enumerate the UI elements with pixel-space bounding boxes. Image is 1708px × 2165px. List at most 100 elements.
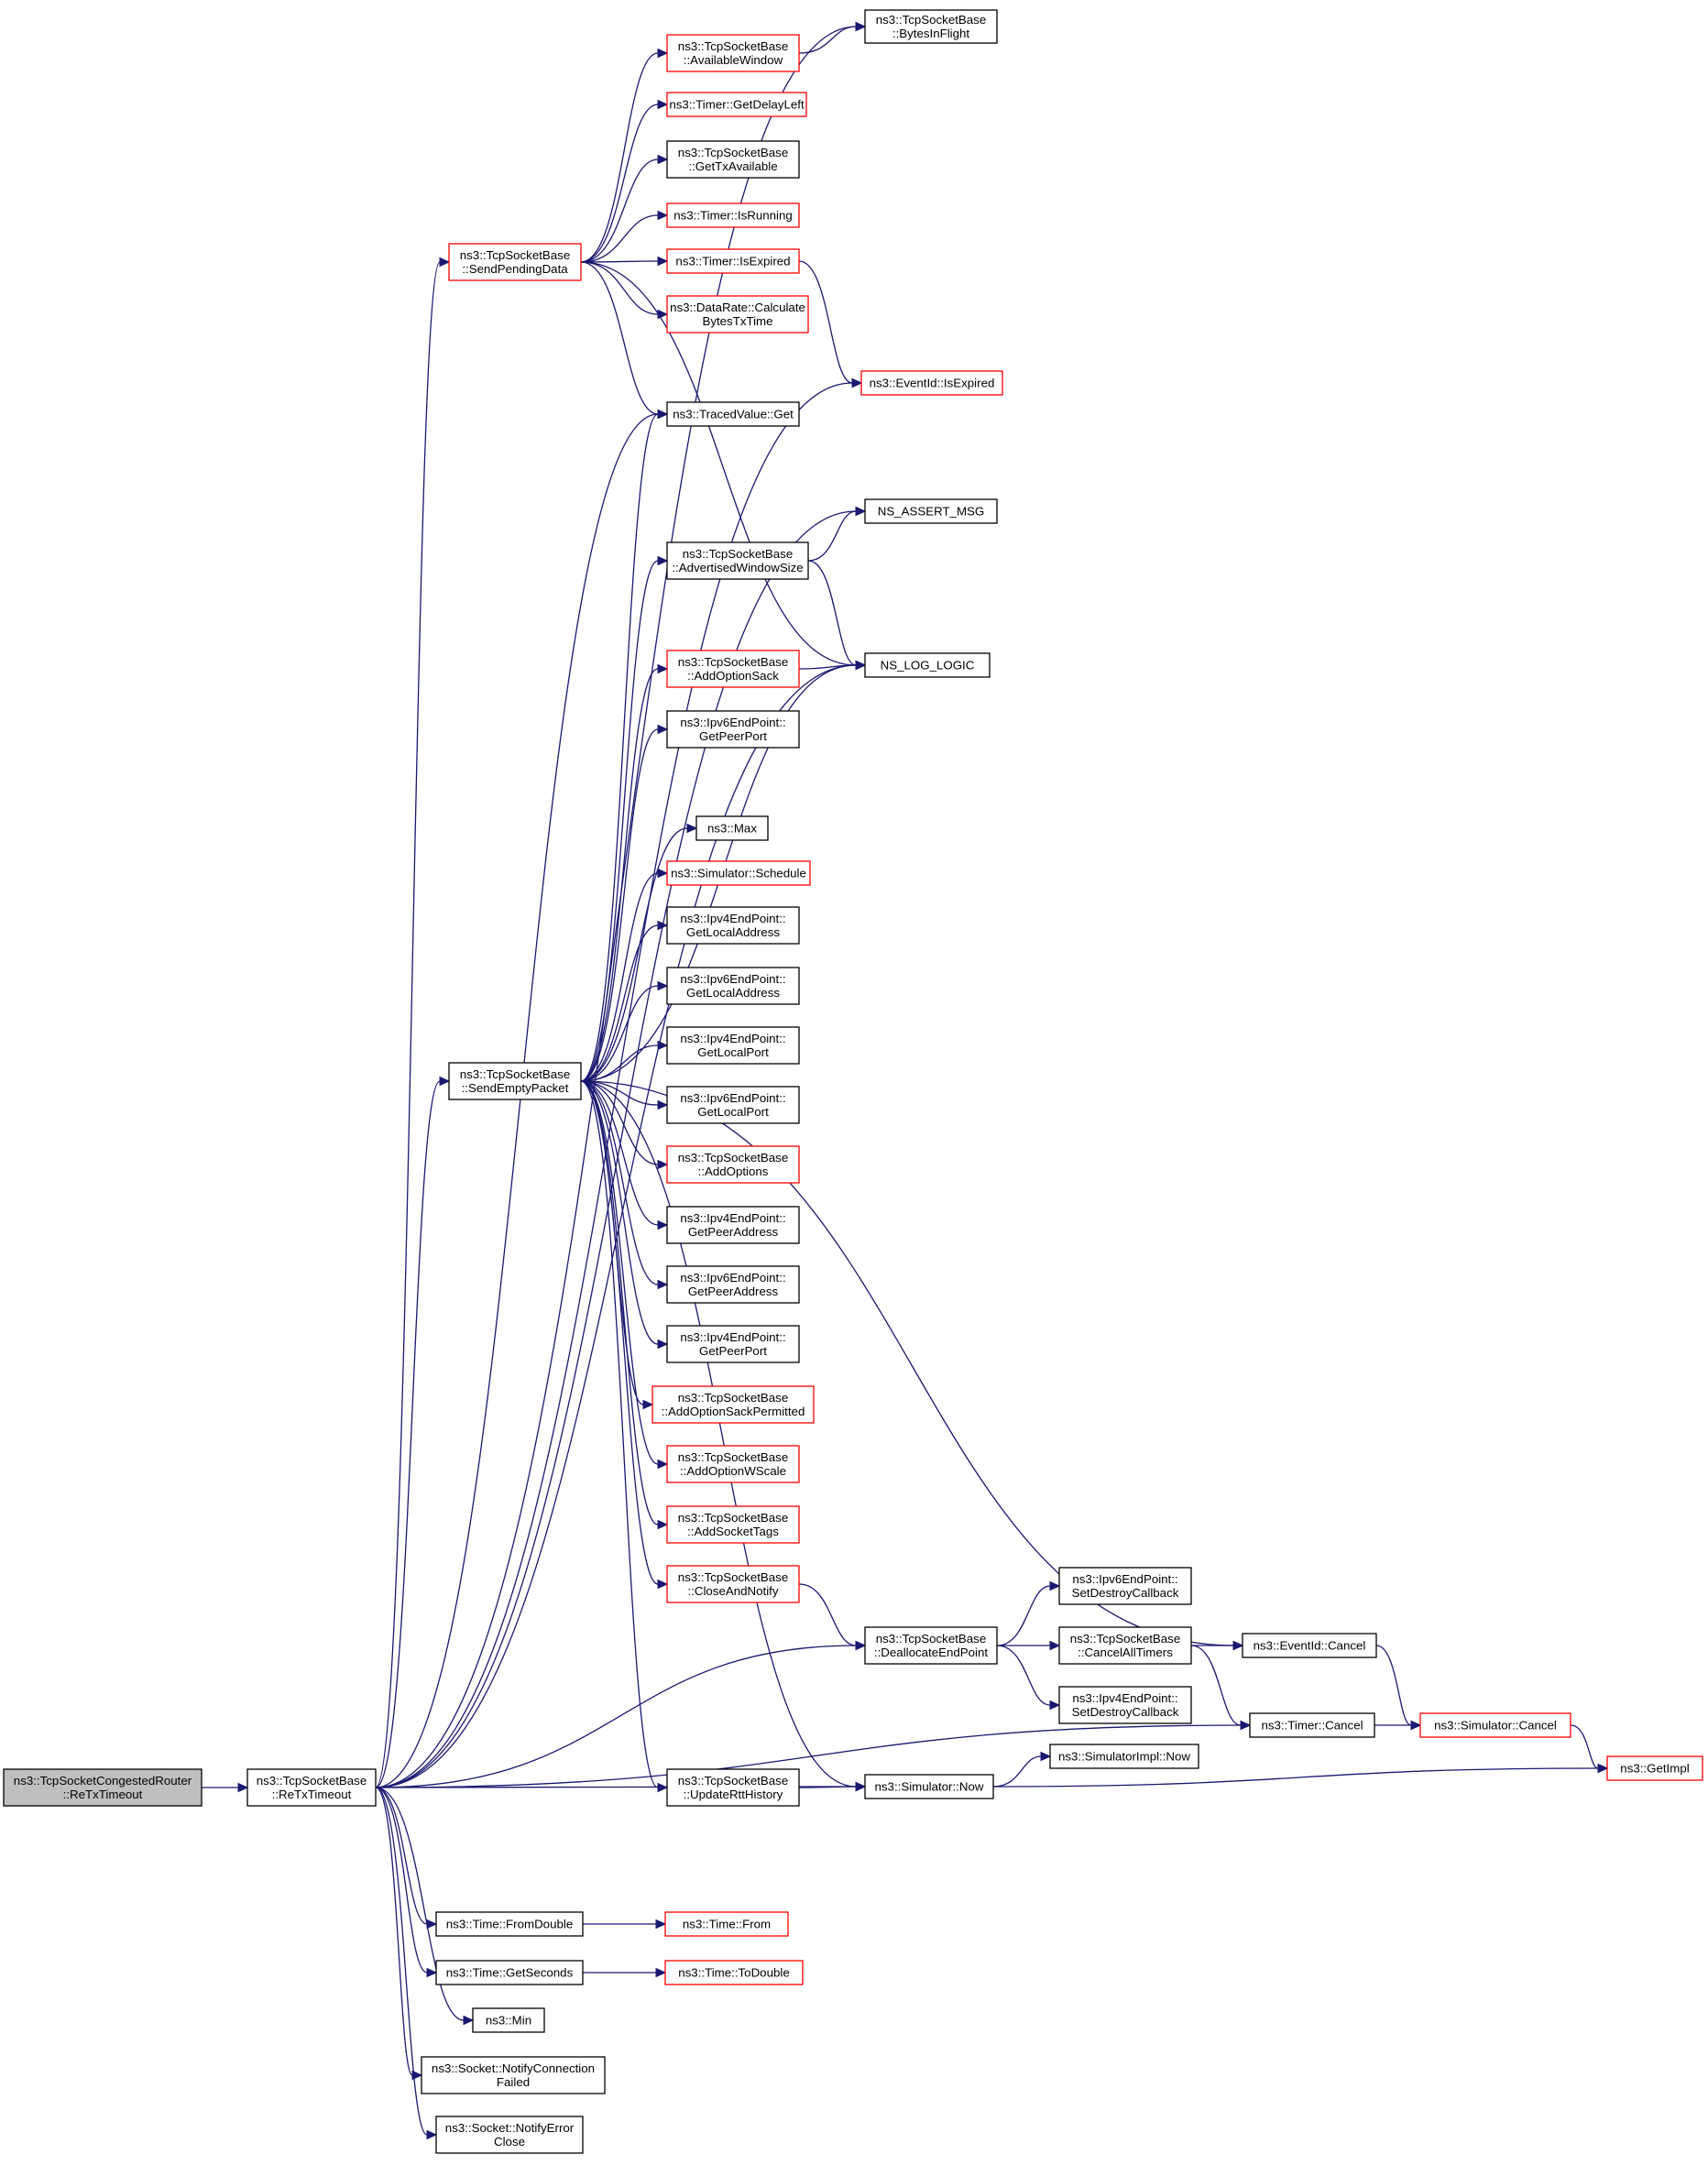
- node-label-line: BytesTxTime: [702, 314, 772, 328]
- node-aos[interactable]: ns3::TcpSocketBase::AddOptionSack: [666, 650, 800, 688]
- node-min[interactable]: ns3::Min: [472, 2007, 545, 2033]
- node-aosp[interactable]: ns3::TcpSocketBase::AddOptionSackPermitt…: [651, 1385, 815, 1424]
- node-isr[interactable]: ns3::Timer::IsRunning: [666, 202, 800, 228]
- node-box: [666, 967, 800, 1005]
- node-label-line: ns3::Max: [707, 822, 757, 836]
- node-tvg[interactable]: ns3::TracedValue::Get: [666, 401, 800, 427]
- node-i6lp[interactable]: ns3::Ipv6EndPoint::GetLocalPort: [666, 1086, 800, 1124]
- edge-line: [375, 510, 857, 1788]
- node-ao[interactable]: ns3::TcpSocketBase::AddOptions: [666, 1145, 800, 1184]
- node-gi[interactable]: ns3::GetImpl: [1606, 1755, 1703, 1781]
- node-nam[interactable]: NS_ASSERT_MSG: [864, 498, 998, 524]
- node-i6la[interactable]: ns3::Ipv6EndPoint::GetLocalAddress: [666, 967, 800, 1005]
- node-box: [1058, 1567, 1192, 1605]
- edge-arrowhead: [855, 1781, 867, 1792]
- node-ast[interactable]: ns3::TcpSocketBase::AddSocketTags: [666, 1505, 800, 1544]
- node-box: [448, 1062, 582, 1100]
- edge-spd-to-isr: [580, 210, 669, 263]
- edge-arrowhead: [426, 1967, 438, 1978]
- node-i4lp[interactable]: ns3::Ipv4EndPoint::GetLocalPort: [666, 1026, 800, 1065]
- edge-snow-to-gi: [992, 1763, 1609, 1788]
- node-eie[interactable]: ns3::EventId::IsExpired: [860, 370, 1003, 396]
- node-max[interactable]: ns3::Max: [695, 815, 769, 841]
- edge-sep-to-ast: [580, 1080, 669, 1530]
- node-sc[interactable]: ns3::Simulator::Cancel: [1419, 1712, 1571, 1738]
- node-tfd[interactable]: ns3::Time::FromDouble: [435, 1911, 584, 1937]
- node-label-line: ns3::TcpSocketBase: [678, 1570, 788, 1584]
- node-label-line: ns3::Ipv4EndPoint::: [680, 1330, 785, 1344]
- edge-arrowhead: [426, 1919, 438, 1930]
- node-tfr[interactable]: ns3::Time::From: [664, 1911, 789, 1937]
- node-label-line: ::AvailableWindow: [684, 53, 783, 67]
- node-gdl[interactable]: ns3::Timer::GetDelayLeft: [666, 92, 807, 117]
- node-tc[interactable]: ns3::Timer::Cancel: [1249, 1712, 1375, 1738]
- node-sin[interactable]: ns3::SimulatorImpl::Now: [1049, 1744, 1199, 1769]
- edge-arrowhead: [1232, 1640, 1244, 1651]
- node-label-line: ns3::Timer::IsExpired: [675, 255, 790, 268]
- node-label-line: GetPeerPort: [699, 1344, 767, 1358]
- node-aws[interactable]: ns3::TcpSocketBase::AdvertisedWindowSize: [666, 541, 809, 580]
- node-label-line: ns3::Min: [486, 2014, 531, 2028]
- edge-line: [375, 1787, 465, 2021]
- node-i6pp[interactable]: ns3::Ipv6EndPoint::GetPeerPort: [666, 710, 800, 749]
- edge-arrowhead: [237, 1782, 249, 1793]
- node-i4pa[interactable]: ns3::Ipv4EndPoint::GetPeerAddress: [666, 1206, 800, 1244]
- node-box: [864, 1626, 998, 1665]
- node-label-line: ns3::Timer::GetDelayLeft: [669, 98, 805, 112]
- node-bif[interactable]: ns3::TcpSocketBase::BytesInFlight: [864, 9, 998, 44]
- node-dep[interactable]: ns3::TcpSocketBase::DeallocateEndPoint: [864, 1626, 998, 1665]
- edge-snow-to-sin: [992, 1751, 1052, 1788]
- edge-sep-to-i4pp: [580, 1080, 669, 1350]
- edge-line: [992, 1767, 1599, 1788]
- edge-arrowhead: [855, 21, 867, 32]
- node-label-line: ns3::Ipv6EndPoint::: [680, 716, 785, 729]
- node-urh[interactable]: ns3::TcpSocketBase::UpdateRttHistory: [666, 1768, 800, 1807]
- node-ttd[interactable]: ns3::Time::ToDouble: [664, 1960, 804, 1985]
- edge-arrowhead: [657, 663, 669, 674]
- node-tgs[interactable]: ns3::Time::GetSeconds: [435, 1960, 584, 1985]
- node-aows[interactable]: ns3::TcpSocketBase::AddOptionWScale: [666, 1445, 800, 1483]
- node-retx[interactable]: ns3::TcpSocketBase::ReTxTimeout: [246, 1768, 377, 1807]
- node-box: [1058, 1686, 1192, 1724]
- node-i6pa[interactable]: ns3::Ipv6EndPoint::GetPeerAddress: [666, 1265, 800, 1304]
- node-label-line: ns3::TcpSocketBase: [678, 655, 788, 669]
- node-aw[interactable]: ns3::TcpSocketBase::AvailableWindow: [666, 34, 800, 72]
- edge-arrowhead: [657, 99, 669, 110]
- edge-retx-to-spd: [375, 257, 451, 1788]
- node-box: [666, 1768, 800, 1807]
- edge-eic-to-sc: [1375, 1645, 1422, 1731]
- node-root[interactable]: ns3::TcpSocketCongestedRouter::ReTxTimeo…: [3, 1768, 203, 1807]
- node-box: [666, 860, 811, 886]
- node-i4sdc[interactable]: ns3::Ipv4EndPoint::SetDestroyCallback: [1058, 1686, 1192, 1724]
- node-i4pp[interactable]: ns3::Ipv4EndPoint::GetPeerPort: [666, 1325, 800, 1363]
- node-can[interactable]: ns3::TcpSocketBase::CloseAndNotify: [666, 1565, 800, 1603]
- node-nll[interactable]: NS_LOG_LOGIC: [864, 652, 991, 678]
- node-label-line: GetLocalAddress: [686, 925, 780, 939]
- node-i4la[interactable]: ns3::Ipv4EndPoint::GetLocalAddress: [666, 906, 800, 945]
- node-spd[interactable]: ns3::TcpSocketBase::SendPendingData: [448, 243, 582, 281]
- edge-line: [798, 26, 857, 54]
- node-tie[interactable]: ns3::Timer::IsExpired: [666, 248, 800, 274]
- node-sep[interactable]: ns3::TcpSocketBase::SendEmptyPacket: [448, 1062, 582, 1100]
- node-gta[interactable]: ns3::TcpSocketBase::GetTxAvailable: [666, 140, 800, 179]
- node-label-line: ns3::TcpSocketBase: [678, 1511, 788, 1525]
- edge-sep-to-urh: [580, 1080, 669, 1793]
- node-label-line: ns3::Ipv4EndPoint::: [680, 1032, 785, 1045]
- node-box: [666, 1505, 800, 1544]
- node-i6sdc[interactable]: ns3::Ipv6EndPoint::SetDestroyCallback: [1058, 1567, 1192, 1605]
- edge-line: [375, 1787, 428, 1925]
- edge-line: [375, 382, 853, 1788]
- edge-tc-to-sc: [1374, 1720, 1422, 1731]
- node-snow[interactable]: ns3::Simulator::Now: [864, 1774, 994, 1799]
- node-sch[interactable]: ns3::Simulator::Schedule: [666, 860, 811, 886]
- node-cat[interactable]: ns3::TcpSocketBase::CancelAllTimers: [1058, 1626, 1192, 1665]
- node-box: [664, 1911, 789, 1937]
- node-label-line: ns3::Socket::NotifyConnection: [432, 2061, 595, 2075]
- node-box: [472, 2007, 545, 2033]
- node-eic[interactable]: ns3::EventId::Cancel: [1242, 1633, 1377, 1658]
- edge-sep-to-i4la: [580, 920, 669, 1082]
- node-label-line: ns3::TcpSocketBase: [678, 39, 788, 53]
